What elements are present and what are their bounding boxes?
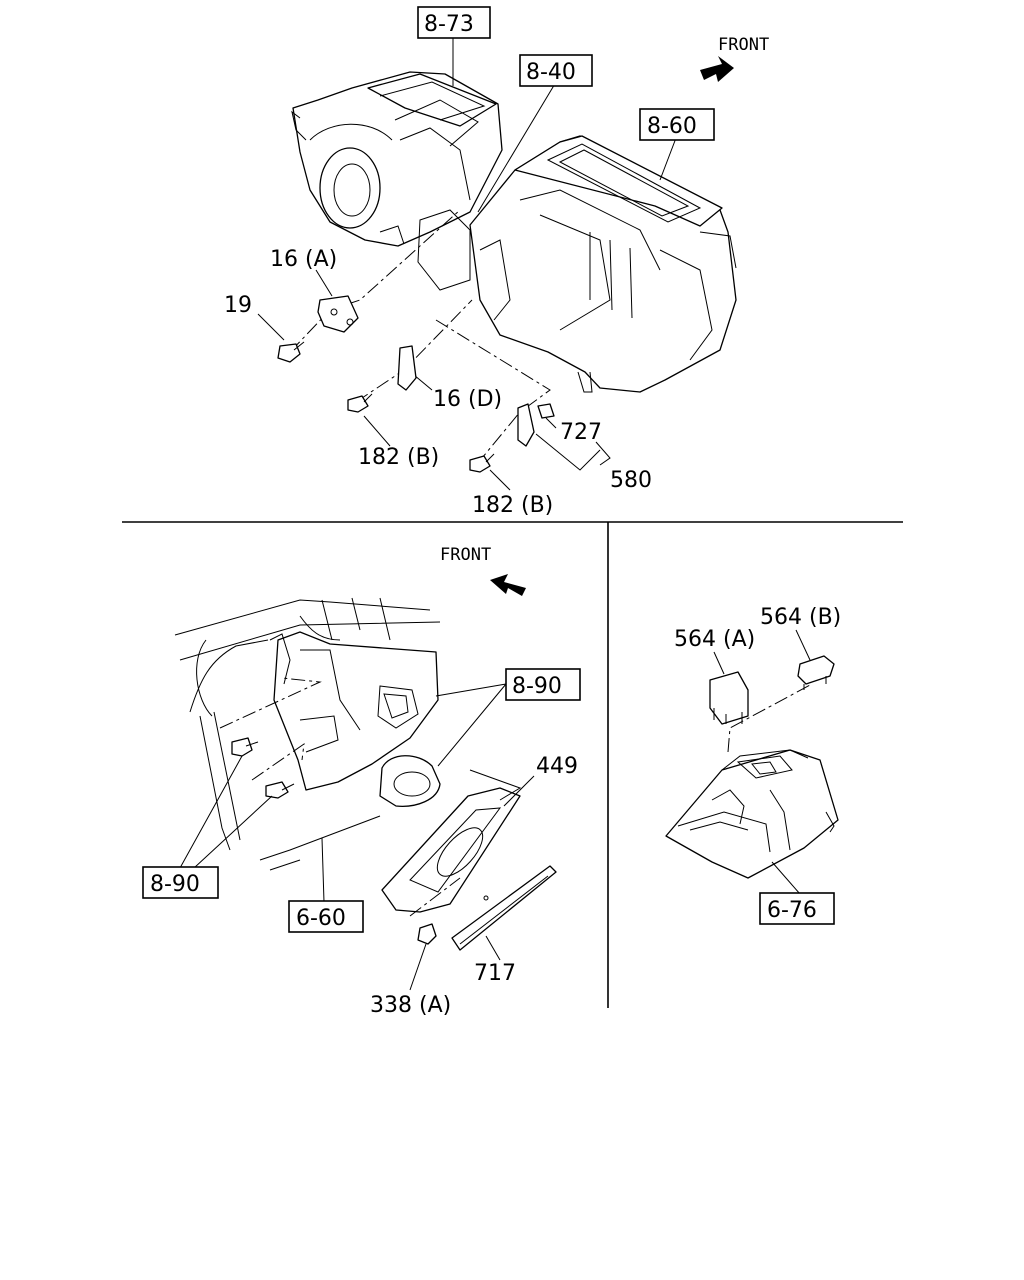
leader-727 xyxy=(545,417,557,429)
ref-8-40: 8-40 xyxy=(526,60,576,85)
part-727: 727 xyxy=(560,420,602,445)
ref-box-8-90-bottom xyxy=(142,866,219,899)
leader-580 xyxy=(535,433,611,471)
part-16a: 16 (A) xyxy=(270,247,337,272)
bracket-580 xyxy=(517,403,535,447)
leader-8-90-top xyxy=(435,683,507,767)
part-338a: 338 (A) xyxy=(370,993,451,1018)
ref-box-6-60 xyxy=(288,900,364,933)
assembly-line-bl-1 xyxy=(219,677,322,729)
part-16d: 16 (D) xyxy=(433,387,502,412)
ref-6-60: 6-60 xyxy=(296,906,346,931)
part-717: 717 xyxy=(474,961,516,986)
leader-338a xyxy=(409,943,427,991)
leader-16a xyxy=(315,269,333,297)
blower-unit-drawing xyxy=(291,71,503,247)
lid-717 xyxy=(451,865,557,951)
front-label-top: FRONT xyxy=(718,35,769,55)
part-564b: 564 (B) xyxy=(760,605,841,630)
leader-19 xyxy=(257,313,285,341)
assembly-line-br xyxy=(727,683,813,753)
ref-box-8-90-top xyxy=(505,668,581,701)
part-580: 580 xyxy=(610,468,652,493)
ref-8-90-bottom: 8-90 xyxy=(150,872,200,897)
leader-182b-1 xyxy=(363,415,391,447)
leader-717 xyxy=(485,935,501,961)
leader-564a xyxy=(713,651,725,675)
assembly-line-top-1 xyxy=(289,209,461,353)
leader-6-60 xyxy=(321,837,325,903)
glove-box-449 xyxy=(381,769,522,913)
leader-8-90-bottom xyxy=(179,755,273,869)
leader-6-76 xyxy=(771,861,801,895)
leader-16d xyxy=(413,374,433,391)
duct-8-90-drawing xyxy=(269,631,439,791)
front-label-bottom: FRONT xyxy=(440,545,491,565)
leader-8-40 xyxy=(477,81,557,213)
leader-182b-2 xyxy=(489,469,511,491)
ref-8-73: 8-73 xyxy=(424,12,474,37)
screw-19 xyxy=(277,341,305,363)
heater-core-drawing xyxy=(417,135,737,393)
ref-8-60: 8-60 xyxy=(647,114,697,139)
part-449: 449 xyxy=(536,754,578,779)
ref-box-6-76 xyxy=(759,892,835,925)
front-arrow-top-icon xyxy=(700,56,734,82)
ref-box-8-60 xyxy=(639,108,715,141)
ref-box-8-40 xyxy=(519,54,593,87)
bracket-16d xyxy=(397,345,417,391)
ref-6-76: 6-76 xyxy=(767,898,817,923)
ref-8-90-top: 8-90 xyxy=(512,674,562,699)
console-6-76-drawing xyxy=(665,749,839,879)
instrument-panel-drawing xyxy=(174,597,441,871)
duct-ring-8-90 xyxy=(379,755,441,807)
ref-box-8-73 xyxy=(417,6,491,39)
bolts-bottom-left xyxy=(231,737,437,945)
screw-182b-2 xyxy=(469,453,495,473)
leader-449 xyxy=(503,775,535,807)
assembly-line-top-3 xyxy=(435,319,551,459)
assembly-line-bl-2 xyxy=(251,742,305,781)
part-564a: 564 (A) xyxy=(674,627,755,652)
part-19: 19 xyxy=(224,293,252,318)
assembly-line-bl-3 xyxy=(409,877,461,917)
part-182b-2: 182 (B) xyxy=(472,493,553,518)
part-182b-1: 182 (B) xyxy=(358,445,439,470)
leader-564b xyxy=(795,629,811,661)
leader-8-60 xyxy=(659,137,677,181)
pad-727 xyxy=(537,403,555,419)
screw-182b-1 xyxy=(347,393,373,413)
switch-564a xyxy=(709,671,749,725)
bracket-16a xyxy=(317,295,359,333)
cap-564b xyxy=(797,655,835,690)
front-arrow-bottom-icon xyxy=(490,574,526,596)
